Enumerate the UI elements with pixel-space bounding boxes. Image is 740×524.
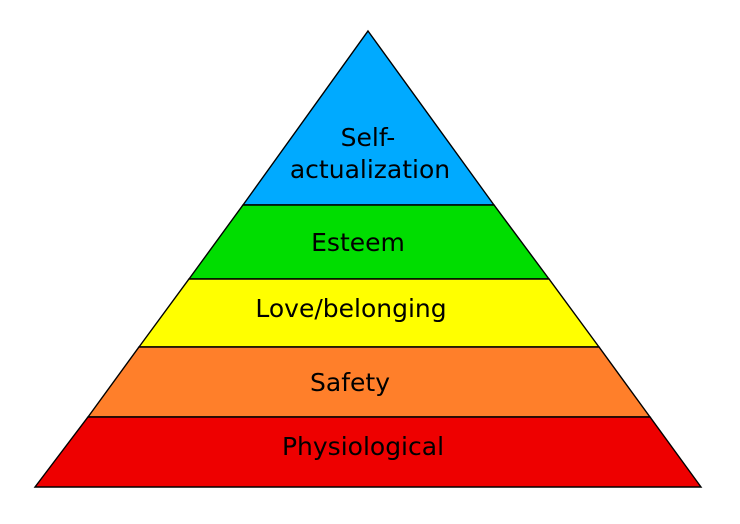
tier-love-belonging: Love/belonging [137,278,601,348]
tier-self-actualization: Self- actualization [241,29,496,206]
tier-esteem: Esteem [187,204,551,280]
tier-self-actualization-label-line-1: Self- [341,123,396,152]
tier-physiological-label: Physiological [282,432,444,461]
tier-safety: Safety [86,346,652,418]
tier-physiological: Physiological [33,416,703,488]
tier-esteem-label: Esteem [311,228,405,257]
tier-love-belonging-label: Love/belonging [255,294,446,323]
tier-self-actualization-label-line-2: actualization [290,155,450,184]
tier-safety-label: Safety [310,368,390,397]
tier-physiological-shape [33,416,703,488]
